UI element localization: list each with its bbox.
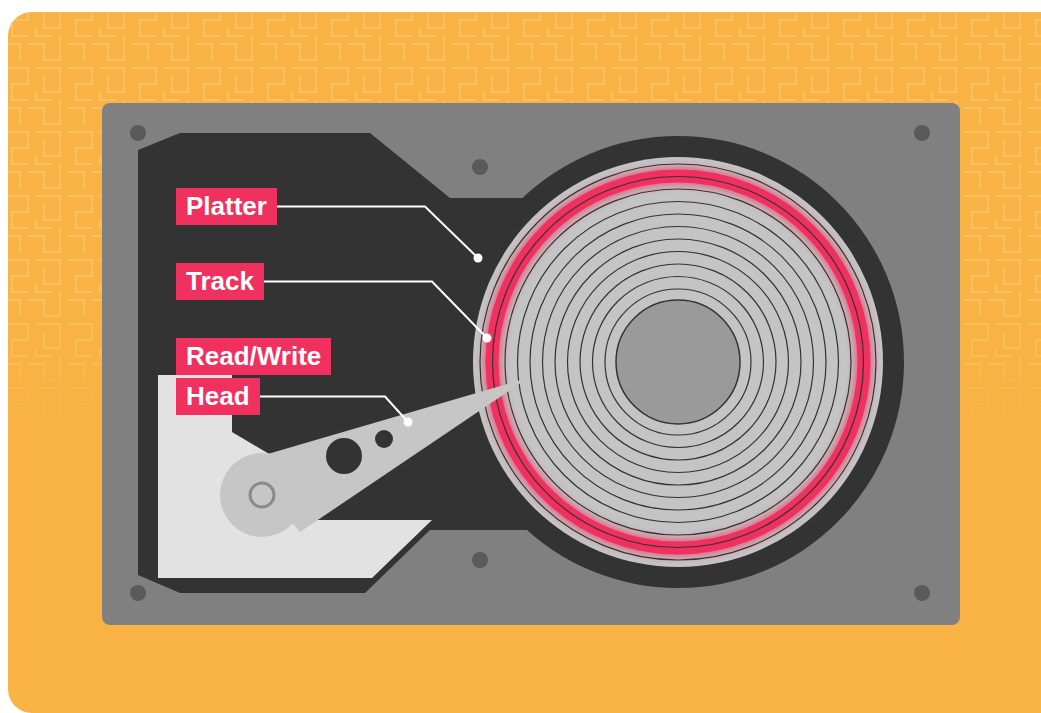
leader-line xyxy=(277,207,478,259)
leader-dot xyxy=(474,254,483,263)
track-ring xyxy=(555,239,801,485)
track-ring xyxy=(605,289,751,435)
track-ring xyxy=(530,214,826,510)
part-label: Platter xyxy=(176,188,277,225)
track-ring xyxy=(593,277,764,448)
track-ring xyxy=(580,264,776,460)
part-label-box: Platter xyxy=(176,186,476,226)
part-label-box: Track xyxy=(176,261,476,301)
part-label: Read/Write Head xyxy=(176,338,331,415)
leader-line xyxy=(264,282,487,339)
part-label-box: Read/Write Head xyxy=(176,336,356,416)
part-label: Track xyxy=(176,263,264,300)
leader-dot xyxy=(483,334,492,343)
track-ring xyxy=(518,202,839,523)
leader-dot xyxy=(404,418,413,427)
track-ring xyxy=(480,164,876,560)
leader-line xyxy=(260,397,408,423)
track-ring xyxy=(505,189,851,535)
track-ring xyxy=(543,227,814,498)
track-ring xyxy=(568,252,789,473)
track-ring xyxy=(493,177,864,548)
